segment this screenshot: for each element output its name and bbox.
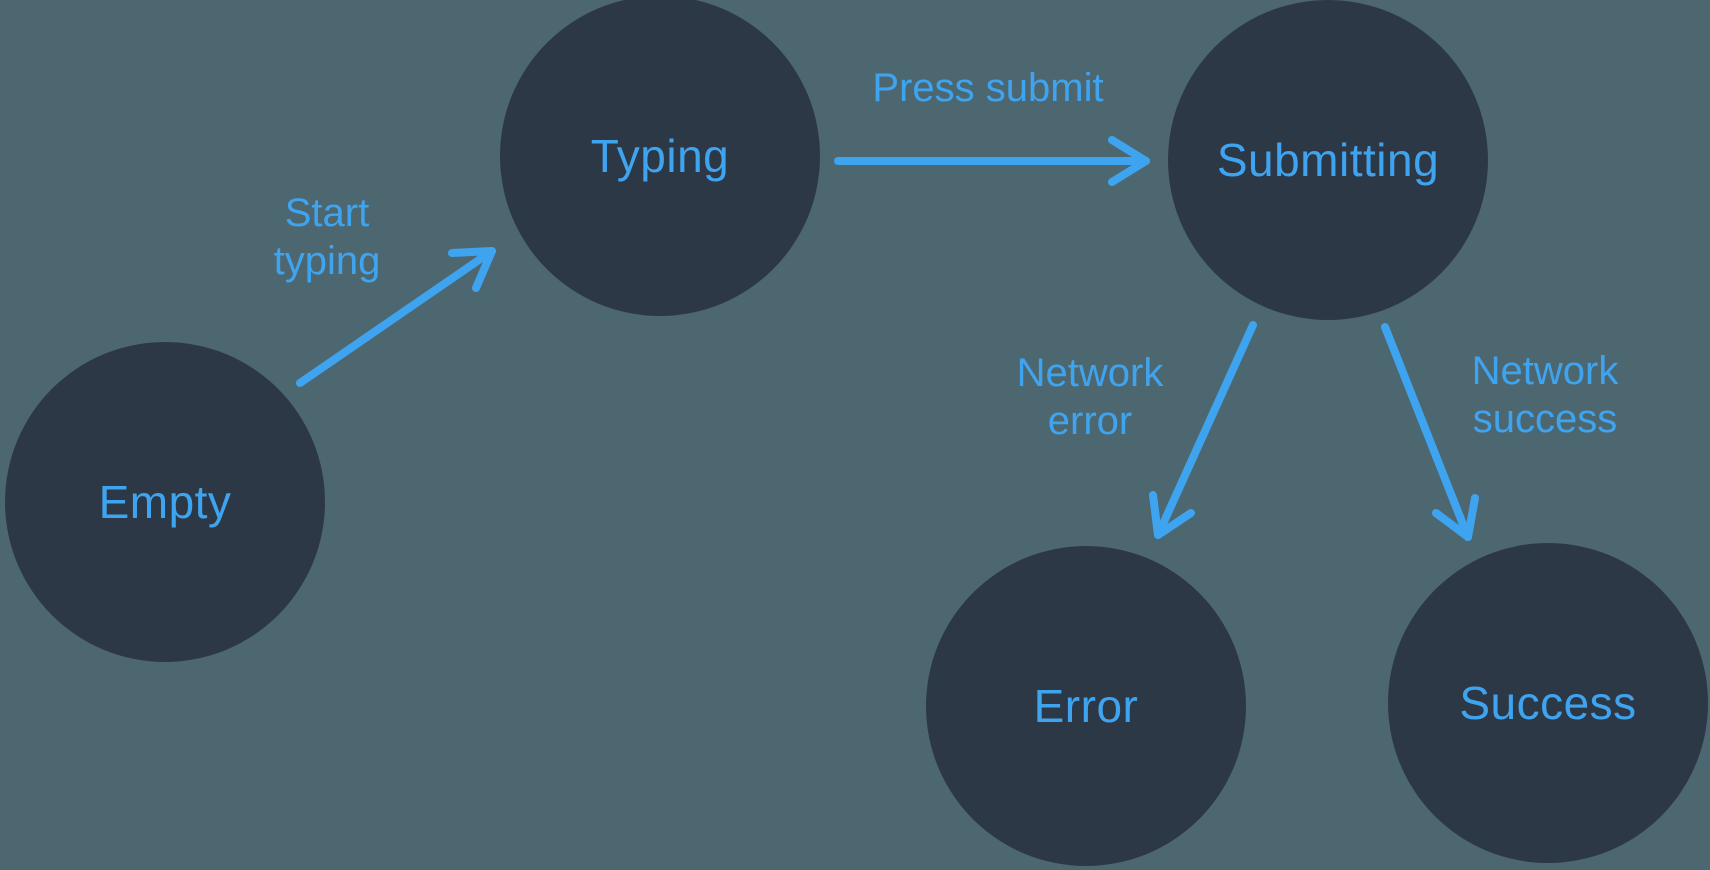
transition-label-network-error: Network error [1017,349,1164,445]
state-node-typing: Typing [500,0,820,316]
state-node-success: Success [1388,543,1708,863]
transition-arrow-network-error-head [1149,491,1195,539]
transition-label-line: Press submit [872,66,1104,110]
transition-arrow-start-typing-head [448,247,496,292]
state-label-error: Error [1033,680,1139,732]
transition-label-line: Start [284,191,370,235]
transition-label-line: typing [273,239,381,283]
transition-label-press-submit: Press submit [872,64,1103,112]
transition-label-start-typing: Start typing [274,189,381,285]
transition-label-line: error [1047,399,1133,443]
transition-label-line: Network [1016,351,1164,395]
transition-label-line: Network [1471,349,1619,393]
transition-arrow-press-submit-head [1108,136,1150,186]
state-node-submitting: Submitting [1168,0,1488,320]
state-label-submitting: Submitting [1216,134,1440,186]
state-label-typing: Typing [590,130,730,182]
transition-label-line: success [1472,397,1618,441]
transition-arrow-network-success-shaft [1381,323,1472,541]
transition-arrow-network-success-head [1432,494,1479,541]
transition-label-network-success: Network success [1472,347,1619,443]
state-node-error: Error [926,546,1246,866]
state-label-success: Success [1459,677,1637,729]
state-label-empty: Empty [98,476,232,528]
state-node-empty: Empty [5,342,325,662]
transition-arrow-network-error-shaft [1154,321,1257,539]
